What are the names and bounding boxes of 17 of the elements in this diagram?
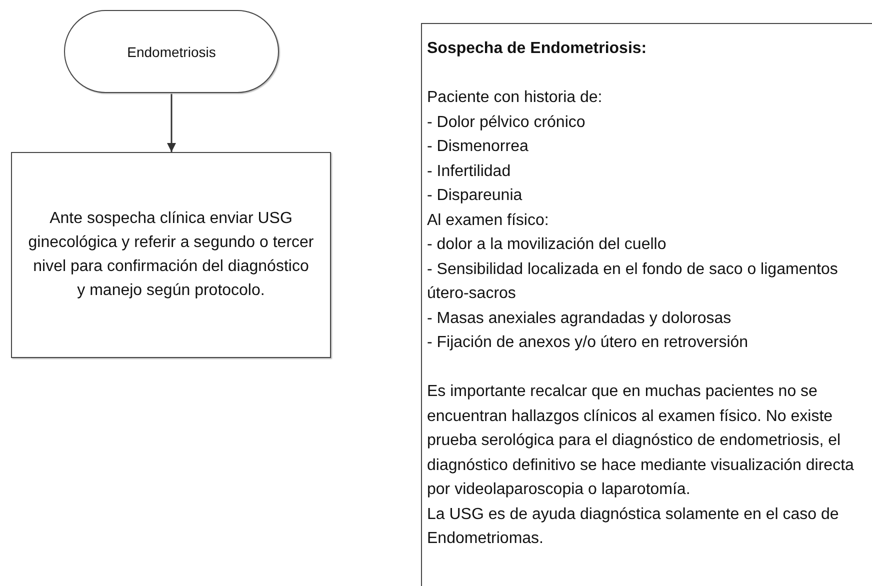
note-text: - Dolor pélvico crónico — [427, 112, 586, 132]
panel-heading: Sospecha de Endometriosis: — [427, 39, 648, 59]
note-text: Al examen físico: — [427, 210, 550, 230]
note-text: Paciente con historia de: — [427, 88, 604, 108]
note-text: - Fijación de anexos y/o útero en retroversión — [427, 333, 750, 353]
note-text: La USG es de ayuda diagnóstica solamente en el caso de Endometriomas. — [427, 504, 840, 549]
note-text: - dolor a la movilización del cuello — [427, 235, 668, 255]
annotation-panel — [421, 23, 872, 586]
note-text: Es importante recalcar que en muchas pacientes no se encuentran hallazgos clínicos al examen físico. No existe prueba serológica para el diagnóstico de endometriosis, el diagnóstico definitivo se hace mediante visualización directa por videolaparoscopia o laparotomía. — [427, 382, 855, 500]
note-text: - Sensibilidad localizada en el fondo de saco o ligamentos útero-sacros — [427, 260, 839, 304]
note-text: - Infertilidad — [427, 162, 512, 182]
start-terminal: Endometriosis — [64, 10, 279, 93]
note-text: - Dismenorrea — [427, 137, 530, 157]
process-box: Ante sospecha clínica enviar USG ginecológica y referir a segundo o tercer nivel para confirmación del diagnóstico y manejo según protocolo. — [11, 152, 331, 358]
arrow — [167, 93, 176, 152]
note-text: - Masas anexiales agrandadas y dolorosas — [427, 308, 732, 328]
note-text: - Dispareunia — [427, 186, 524, 206]
